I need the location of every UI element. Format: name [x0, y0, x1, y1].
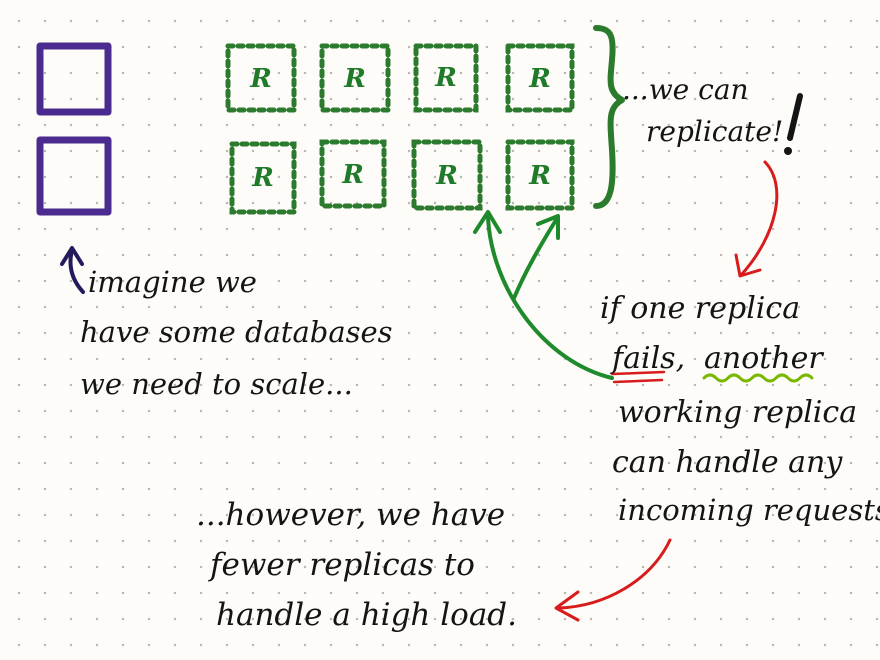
green-arrows-icon	[473, 210, 614, 380]
replica-label: R	[435, 161, 458, 191]
replica-box	[319, 139, 387, 209]
failure-note-line-1: if one replica	[600, 291, 801, 326]
replica-label: R	[343, 64, 366, 94]
arrow-up-icon	[60, 246, 85, 294]
replica-grid	[225, 43, 575, 215]
curly-brace-icon	[593, 25, 625, 209]
database-box-2	[36, 136, 112, 216]
databases-note-line-2: have some databases	[80, 315, 393, 349]
replicate-note-line-2: replicate!	[646, 115, 784, 148]
database-group	[36, 42, 112, 216]
failure-note-word-fails: fails,	[612, 341, 686, 376]
replica-box	[413, 43, 479, 113]
load-note-line-2: fewer replicas to	[210, 547, 475, 583]
database-box-1	[36, 42, 112, 116]
replica-label: R	[249, 64, 272, 94]
replica-box	[505, 43, 575, 113]
failure-note-line-5: incoming requests	[618, 493, 880, 527]
replica-label: R	[528, 64, 551, 94]
exclamation-icon	[784, 93, 803, 155]
replica-label: R	[341, 160, 364, 190]
fails-underline	[610, 370, 666, 384]
replica-box	[225, 43, 297, 113]
replica-box	[505, 139, 575, 211]
replica-box	[411, 139, 483, 211]
red-arrow-left-icon	[554, 538, 672, 622]
another-underline	[702, 373, 814, 383]
replica-box	[319, 43, 391, 113]
databases-note-line-3: we need to scale...	[80, 367, 353, 401]
databases-note-line-1: imagine we	[88, 265, 257, 299]
failure-note-line-3: working replica	[618, 395, 858, 430]
replica-label: R	[251, 163, 274, 193]
failure-note-word-another: another	[704, 341, 823, 376]
replicate-note-line-1: ...we can	[622, 73, 749, 106]
replica-label: R	[434, 63, 457, 93]
load-note-line-3: handle a high load.	[216, 597, 518, 633]
load-note-line-1: ...however, we have	[196, 497, 506, 533]
replica-box	[229, 141, 297, 215]
replica-letters: R R R R R R R R	[249, 63, 551, 193]
failure-note-line-4: can handle any	[612, 445, 843, 480]
red-arrow-down-icon	[734, 160, 779, 278]
replica-label: R	[528, 161, 551, 191]
